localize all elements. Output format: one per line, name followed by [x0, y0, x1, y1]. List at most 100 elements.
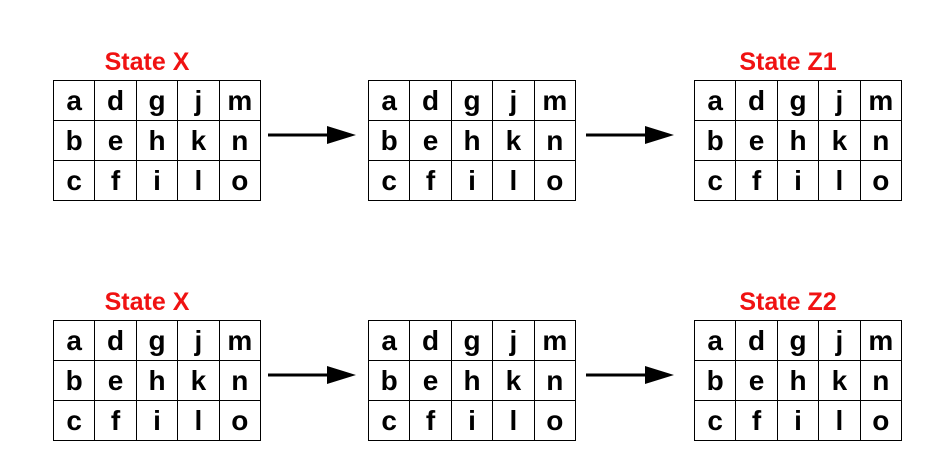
grid-cell: c	[369, 161, 410, 200]
grid-cell: b	[54, 361, 95, 400]
grid-cell: m	[219, 321, 260, 360]
grid-cell: l	[178, 161, 219, 200]
grid-cell: o	[860, 161, 901, 200]
grid-cell: e	[736, 361, 777, 400]
grid-cell: o	[219, 401, 260, 440]
grid-cell: e	[95, 121, 136, 160]
grid-cell: j	[493, 321, 534, 360]
state-label: State X	[104, 287, 190, 316]
grid-cell: c	[369, 401, 410, 440]
grid-cell: m	[219, 81, 260, 120]
grid-cell: n	[219, 121, 260, 160]
grid-cell: b	[695, 361, 736, 400]
grid-cell: l	[178, 401, 219, 440]
grid-cell: n	[534, 361, 575, 400]
right-arrow-icon	[268, 366, 356, 384]
state-label	[368, 284, 556, 320]
grid-cell: g	[777, 321, 819, 360]
arrow-head	[645, 126, 674, 144]
grid-cell: l	[493, 401, 534, 440]
grid-cell: n	[534, 121, 575, 160]
grid-cell: k	[493, 121, 534, 160]
grid-cell: b	[695, 121, 736, 160]
grid-cell: l	[819, 401, 860, 440]
grid-cell: c	[54, 161, 95, 200]
grid-cell: d	[95, 81, 136, 120]
grid-cell: f	[95, 161, 136, 200]
grid-cell: a	[54, 321, 95, 360]
grid-cell: g	[451, 81, 493, 120]
arrow-head	[645, 366, 674, 384]
grid-cell: i	[136, 161, 178, 200]
grid-cell: h	[777, 121, 819, 160]
grid-cell: h	[451, 361, 493, 400]
grid-cell: k	[178, 121, 219, 160]
grid-cell: k	[819, 361, 860, 400]
grid-cell: j	[493, 81, 534, 120]
grid-cell: e	[95, 361, 136, 400]
arrow-head	[327, 366, 356, 384]
grid-cell: f	[410, 401, 451, 440]
grid-cell: j	[819, 81, 860, 120]
grid-cell: f	[95, 401, 136, 440]
arrow-head	[327, 126, 356, 144]
grid-cell: m	[534, 81, 575, 120]
grid-cell: c	[695, 401, 736, 440]
grid-cell: n	[219, 361, 260, 400]
grid-cell: c	[54, 401, 95, 440]
grid-cell: j	[819, 321, 860, 360]
grid-cell: o	[534, 401, 575, 440]
grid-cell: k	[493, 361, 534, 400]
state-label: State Z1	[739, 47, 837, 76]
grid-cell: f	[410, 161, 451, 200]
grid-cell: j	[178, 321, 219, 360]
right-arrow-icon	[586, 366, 674, 384]
grid-cell: h	[136, 121, 178, 160]
grid-cell: n	[860, 121, 901, 160]
grid-cell: d	[736, 81, 777, 120]
state-label	[368, 44, 556, 80]
grid-cell: f	[736, 401, 777, 440]
grid-cell: k	[178, 361, 219, 400]
grid-cell: i	[777, 161, 819, 200]
grid-cell: m	[534, 321, 575, 360]
grid-cell: l	[493, 161, 534, 200]
grid-cell: d	[736, 321, 777, 360]
grid-cell: g	[777, 81, 819, 120]
grid-cell: c	[695, 161, 736, 200]
grid-cell: b	[54, 121, 95, 160]
grid-cell: g	[136, 321, 178, 360]
grid-cell: a	[369, 321, 410, 360]
grid-cell: o	[219, 161, 260, 200]
grid-cell: m	[860, 81, 901, 120]
grid-cell: e	[410, 361, 451, 400]
grid-cell: m	[860, 321, 901, 360]
grid-cell: o	[860, 401, 901, 440]
grid-cell: i	[777, 401, 819, 440]
state-label: State X	[104, 47, 190, 76]
grid-cell: g	[136, 81, 178, 120]
grid-cell: a	[695, 321, 736, 360]
grid-cell: j	[178, 81, 219, 120]
grid-cell: f	[736, 161, 777, 200]
grid-cell: i	[451, 161, 493, 200]
grid-cell: l	[819, 161, 860, 200]
state-label: State Z2	[739, 287, 837, 316]
grid-cell: n	[860, 361, 901, 400]
grid-cell: a	[369, 81, 410, 120]
grid-cell: o	[534, 161, 575, 200]
grid-cell: b	[369, 361, 410, 400]
